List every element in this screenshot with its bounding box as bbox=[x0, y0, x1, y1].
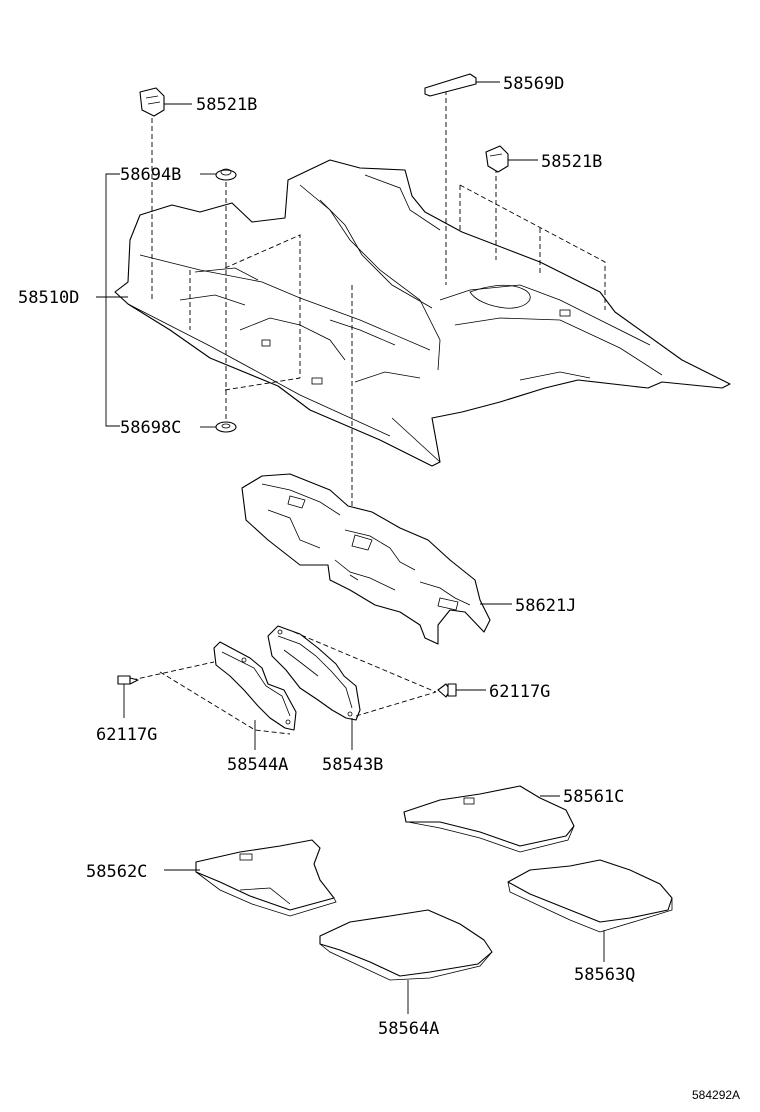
insulator-dash-lines bbox=[131, 631, 437, 735]
floor-carpet-58510D bbox=[114, 159, 731, 467]
pad-58698C: 58698C bbox=[120, 418, 237, 438]
label-58698C: 58698C bbox=[120, 418, 181, 438]
mounting-dash-lines bbox=[151, 90, 606, 560]
label-58569D: 58569D bbox=[503, 74, 564, 94]
label-58562C: 58562C bbox=[86, 862, 147, 882]
label-62117G-left: 62117G bbox=[96, 725, 157, 745]
insulator-58544A: 58544A bbox=[213, 641, 297, 775]
grommet-58694B: 58694B bbox=[120, 165, 237, 185]
floor-mat-58564A: 58564A bbox=[319, 909, 493, 1039]
figure-id: 584292A bbox=[692, 1088, 740, 1102]
label-58521B-top: 58521B bbox=[196, 95, 257, 115]
floor-mat-58561C: 58561C bbox=[403, 785, 624, 853]
screw-62117G-left: 62117G bbox=[96, 675, 157, 745]
clip-58521B-top: 58521B bbox=[139, 87, 257, 117]
label-58694B: 58694B bbox=[120, 165, 181, 185]
label-58543B: 58543B bbox=[322, 755, 383, 775]
insulator-58543B: 58543B bbox=[267, 625, 383, 775]
label-58621J: 58621J bbox=[515, 596, 576, 616]
label-62117G-right: 62117G bbox=[489, 682, 550, 702]
silencer-58621J: 58621J bbox=[241, 473, 576, 645]
label-58563Q: 58563Q bbox=[574, 965, 635, 985]
strip-58569D: 58569D bbox=[424, 73, 564, 97]
floor-mat-58562C: 58562C bbox=[86, 839, 337, 917]
screw-62117G-right: 62117G bbox=[437, 682, 550, 702]
label-58564A: 58564A bbox=[378, 1019, 439, 1039]
clip-58521B-right: 58521B bbox=[485, 145, 602, 173]
floor-mat-58563Q: 58563Q bbox=[507, 859, 673, 985]
bracket-58510D: 58510D bbox=[18, 173, 128, 427]
label-58544A: 58544A bbox=[227, 755, 288, 775]
label-58521B-right: 58521B bbox=[541, 152, 602, 172]
label-58510D: 58510D bbox=[18, 288, 79, 308]
label-58561C: 58561C bbox=[563, 787, 624, 807]
